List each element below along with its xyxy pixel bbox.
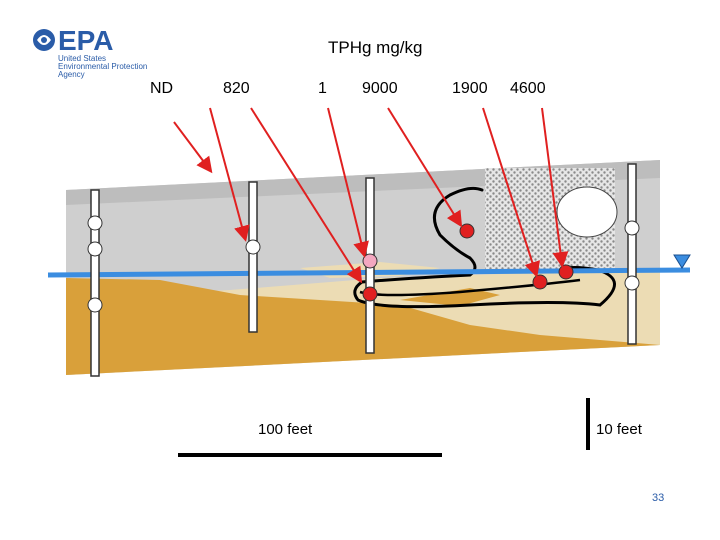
arrow-nd — [173, 121, 213, 174]
sample-820 — [245, 239, 261, 255]
well-2 — [245, 181, 261, 333]
well-1 — [87, 189, 103, 377]
boulder — [556, 186, 618, 238]
arrow-9000 — [250, 107, 363, 284]
logo-line-1: United States — [58, 54, 106, 63]
logo-line-2: Environmental Protection — [58, 62, 147, 71]
horizontal-scale-label: 100 feet — [258, 421, 313, 438]
sample-1900 — [459, 223, 475, 239]
arrow-4600-a — [482, 107, 540, 278]
concentration-label-4: 9000 — [362, 80, 398, 97]
sample-nd-2 — [87, 241, 103, 257]
chart-title: TPHg mg/kg — [328, 38, 423, 57]
sample-nd-5 — [624, 275, 640, 291]
well-3 — [362, 177, 378, 354]
arrow-4600-b — [541, 107, 569, 268]
concentration-label-6: 4600 — [510, 80, 546, 97]
concentration-label-2: 820 — [223, 80, 250, 97]
logo-line-3: Agency — [58, 70, 85, 79]
sample-1 — [362, 253, 378, 269]
page-number: 33 — [652, 492, 665, 504]
sand-lens — [400, 288, 500, 306]
concentration-label-5: 1900 — [452, 80, 488, 97]
vertical-scale-label: 10 feet — [596, 421, 642, 438]
concentration-label-3: 1 — [318, 80, 327, 97]
sample-9000 — [362, 286, 378, 302]
plume-inner — [359, 278, 581, 297]
epa-seal-icon: EPA United States Environmental Protecti… — [33, 25, 147, 79]
plume-outline — [353, 186, 616, 309]
well-4 — [624, 163, 640, 345]
epa-logo: EPA United States Environmental Protecti… — [30, 24, 170, 80]
concentration-label-1: ND — [150, 80, 174, 97]
sample-4600-a — [532, 274, 548, 290]
arrow-1 — [327, 107, 369, 258]
sample-nd-4 — [624, 220, 640, 236]
arrow-820 — [209, 107, 250, 242]
dark-sand-layer — [66, 278, 660, 375]
logo-wordmark: EPA — [58, 25, 114, 56]
water-table-marker-icon — [673, 254, 691, 269]
sample-nd-1 — [87, 215, 103, 231]
sample-nd-3 — [87, 297, 103, 313]
arrow-1900 — [387, 107, 463, 228]
sample-4600-b — [558, 264, 574, 280]
